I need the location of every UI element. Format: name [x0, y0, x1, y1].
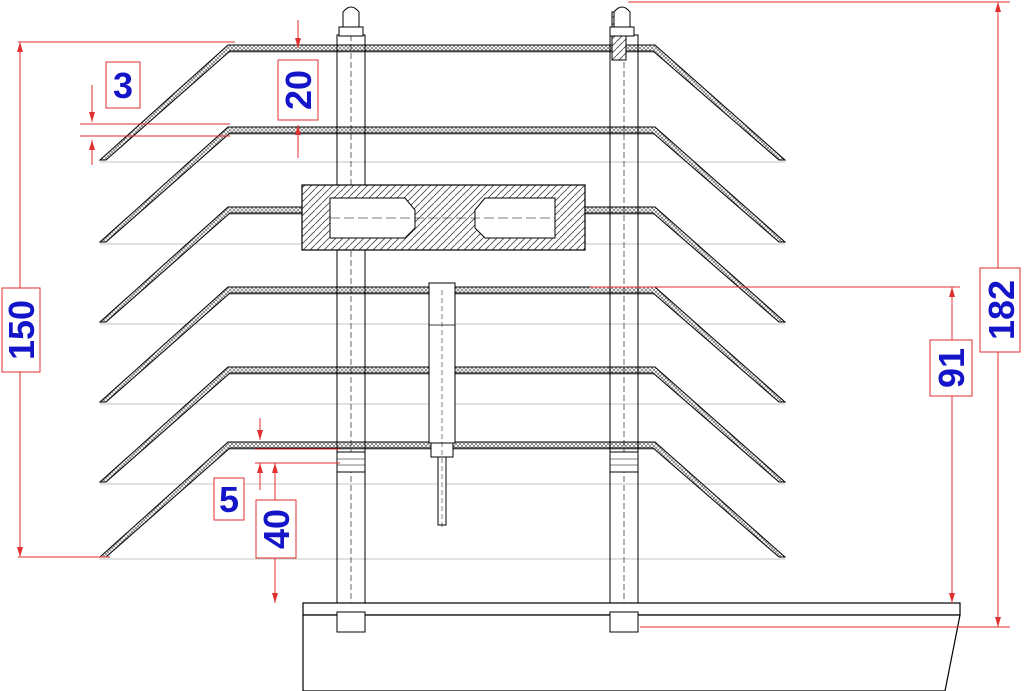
lower-left-nut	[336, 451, 366, 473]
dim-150: 150	[1, 287, 42, 373]
top-left-bolt-head	[338, 6, 364, 37]
svg-text:182: 182	[981, 280, 1022, 340]
svg-text:150: 150	[1, 300, 42, 360]
dim-5: 5	[213, 477, 245, 521]
svg-text:91: 91	[931, 348, 972, 388]
temperature-probe	[428, 282, 456, 530]
svg-text:40: 40	[256, 509, 297, 549]
base-mounting-plate	[302, 602, 961, 691]
svg-text:5: 5	[219, 479, 239, 520]
dim-20: 20	[277, 59, 319, 121]
dimension-arrowheads	[17, 2, 1001, 627]
svg-text:3: 3	[113, 65, 133, 106]
dim-91: 91	[929, 339, 973, 397]
louver-plate	[98, 44, 787, 161]
louver-plate	[98, 286, 787, 403]
sensor-holder-block	[301, 184, 586, 251]
svg-text:20: 20	[278, 70, 319, 110]
dimension-lines	[18, 1, 1010, 628]
louver-plate	[98, 366, 787, 483]
right-rod	[609, 11, 639, 606]
top-right-bolt-head	[609, 6, 635, 37]
dim-40: 40	[255, 499, 297, 559]
dim-182: 182	[979, 267, 1022, 353]
dim-3: 3	[105, 61, 141, 109]
louver-plate	[98, 441, 787, 558]
louver-plate	[98, 126, 787, 243]
left-rod	[336, 34, 366, 606]
lower-right-nut	[609, 451, 639, 473]
